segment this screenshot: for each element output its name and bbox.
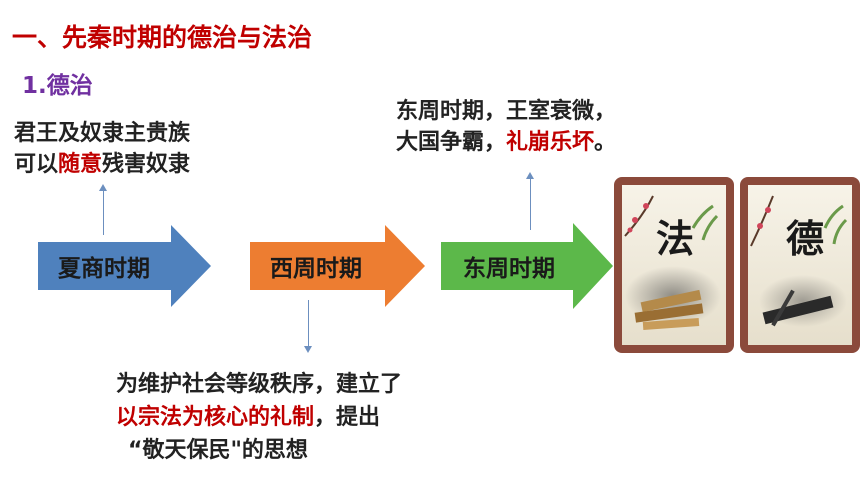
arrow-east-zhou: 东周时期 xyxy=(441,223,613,309)
arrow-label: 东周时期 xyxy=(463,256,555,282)
highlight-text: 随意 xyxy=(58,152,103,177)
arrow-shape xyxy=(441,223,613,309)
arrow-label: 西周时期 xyxy=(270,256,362,282)
scroll-glyph-fa: 法 xyxy=(656,216,694,261)
scroll-glyph-de: 德 xyxy=(786,216,824,261)
arrow-label: 夏商时期 xyxy=(58,256,150,282)
arrow-shape xyxy=(38,225,211,307)
arrow-shape xyxy=(250,225,425,307)
xia-shang-note-line1: 君王及奴隶主贵族 xyxy=(14,121,191,146)
west-zhou-note: 为维护社会等级秩序，建立了 以宗法为核心的礼制，提出 “敬天保民"的思想 xyxy=(116,368,402,467)
xia-shang-note: 君王及奴隶主贵族 可以随意残害奴隶 xyxy=(14,118,190,180)
connector-xia-shang xyxy=(103,188,104,235)
xia-shang-note-line2: 可以随意残害奴隶 xyxy=(14,152,191,177)
scroll-panels-image: 法 德 xyxy=(613,176,860,354)
connector-tip xyxy=(304,346,312,353)
highlight-text: 礼崩乐坏 xyxy=(506,130,595,155)
arrow-west-zhou: 西周时期 xyxy=(250,225,425,307)
scroll-panels-illustration: 法 德 xyxy=(614,177,860,353)
section-title: 1.德治 xyxy=(22,73,93,99)
west-zhou-note-line2: 以宗法为核心的礼制，提出 xyxy=(116,405,381,430)
connector-west-zhou xyxy=(308,300,309,348)
east-zhou-note: 东周时期，王室衰微， 大国争霸，礼崩乐坏。 xyxy=(396,96,616,158)
west-zhou-note-line1: 为维护社会等级秩序，建立了 xyxy=(116,372,403,397)
west-zhou-note-line3: “敬天保民"的思想 xyxy=(128,438,308,463)
highlight-text: 以宗法为核心的礼制 xyxy=(116,405,315,430)
connector-tip xyxy=(526,172,534,179)
connector-tip xyxy=(99,184,107,191)
east-zhou-note-line2: 大国争霸，礼崩乐坏。 xyxy=(396,130,617,155)
east-zhou-note-line1: 东周时期，王室衰微， xyxy=(396,99,617,124)
connector-east-zhou xyxy=(530,176,531,230)
arrow-xia-shang: 夏商时期 xyxy=(38,225,211,307)
page-title: 一、先秦时期的德治与法治 xyxy=(12,23,313,52)
